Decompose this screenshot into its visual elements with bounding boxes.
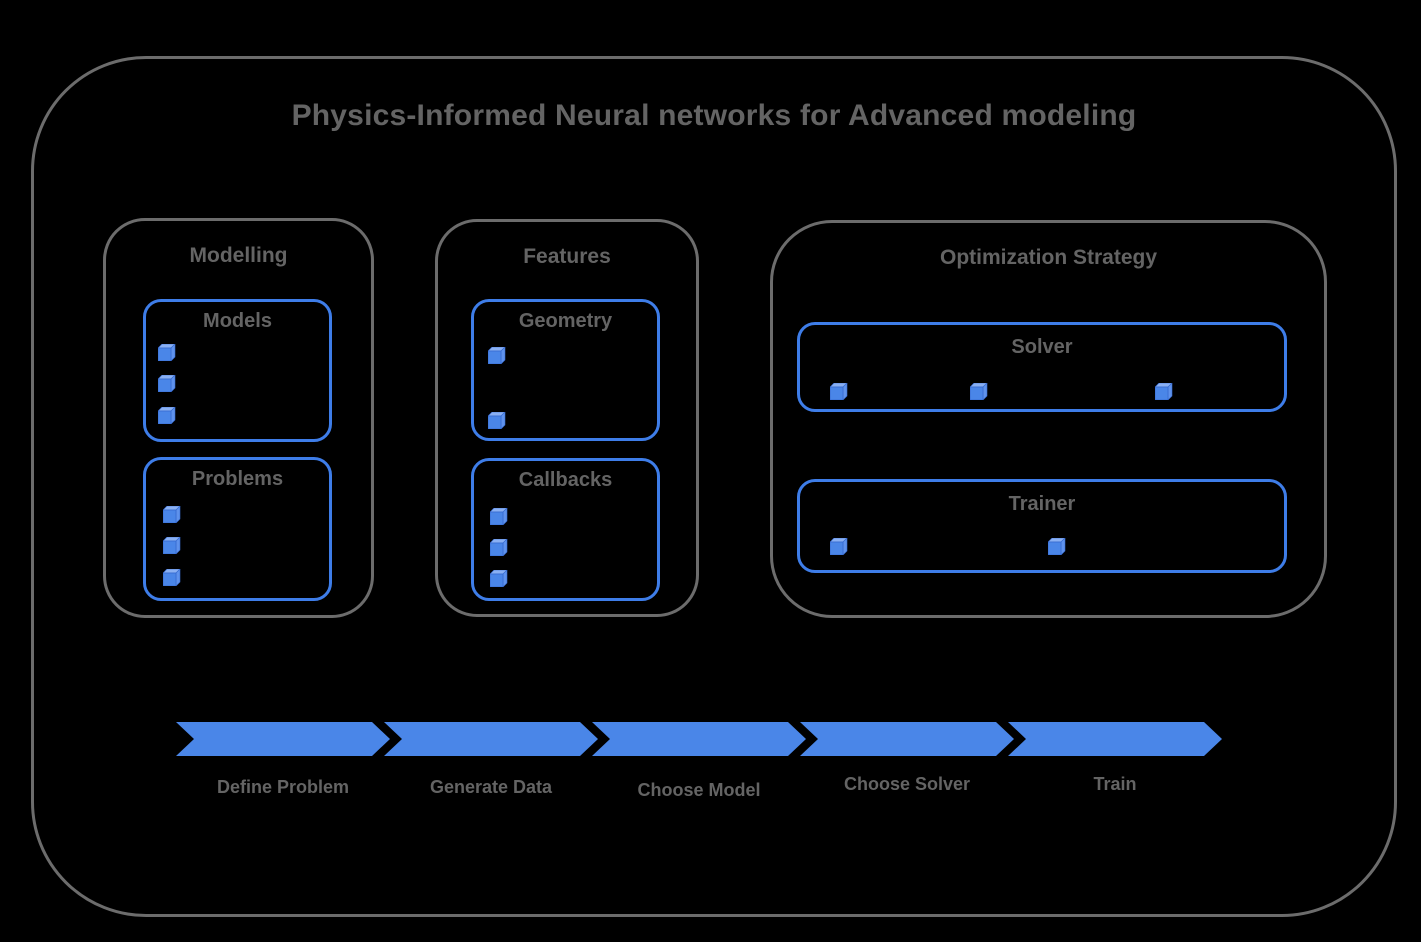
group-geometry-label: Geometry bbox=[518, 310, 613, 332]
pipeline-step-label: Define Problem bbox=[216, 777, 350, 797]
group-trainer: Trainer bbox=[797, 479, 1287, 573]
group-callbacks-label: Callbacks bbox=[518, 469, 613, 491]
cube-icon bbox=[970, 383, 988, 400]
section-modelling-label: Modelling bbox=[189, 244, 288, 267]
group-models-label: Models bbox=[203, 310, 272, 332]
pipeline-step-label: Choose Model bbox=[637, 780, 761, 800]
cube-icon bbox=[163, 506, 181, 523]
group-problems-label: Problems bbox=[191, 468, 284, 490]
main-container bbox=[31, 56, 1397, 917]
section-optimization-strategy-label: Optimization Strategy bbox=[939, 246, 1158, 269]
section-features: Features Geometry Callbacks bbox=[435, 219, 699, 617]
pipeline-step-label: Choose Solver bbox=[843, 774, 971, 794]
cube-icon bbox=[490, 508, 508, 525]
section-modelling: Modelling Models Problems bbox=[103, 218, 374, 618]
cube-icon bbox=[490, 539, 508, 556]
section-optimization-strategy: Optimization Strategy Solver Trainer bbox=[770, 220, 1327, 618]
cube-icon bbox=[830, 538, 848, 555]
pipeline-step-label: Generate Data bbox=[429, 777, 553, 797]
cube-icon bbox=[1155, 383, 1173, 400]
pipeline-step-label: Train bbox=[1093, 774, 1137, 794]
group-solver-label: Solver bbox=[1011, 336, 1073, 358]
group-geometry: Geometry bbox=[471, 299, 660, 441]
cube-icon bbox=[488, 412, 506, 429]
group-models: Models bbox=[143, 299, 332, 442]
cube-icon bbox=[163, 569, 181, 586]
cube-icon bbox=[830, 383, 848, 400]
cube-icon bbox=[158, 344, 176, 361]
diagram-title: Physics-Informed Neural networks for Adv… bbox=[291, 99, 1137, 132]
group-trainer-label: Trainer bbox=[1008, 493, 1076, 515]
group-problems: Problems bbox=[143, 457, 332, 601]
group-solver: Solver bbox=[797, 322, 1287, 412]
section-features-label: Features bbox=[523, 245, 611, 268]
cube-icon bbox=[158, 407, 176, 424]
group-callbacks: Callbacks bbox=[471, 458, 660, 601]
cube-icon bbox=[158, 375, 176, 392]
cube-icon bbox=[490, 570, 508, 587]
cube-icon bbox=[488, 347, 506, 364]
cube-icon bbox=[1048, 538, 1066, 555]
cube-icon bbox=[163, 537, 181, 554]
